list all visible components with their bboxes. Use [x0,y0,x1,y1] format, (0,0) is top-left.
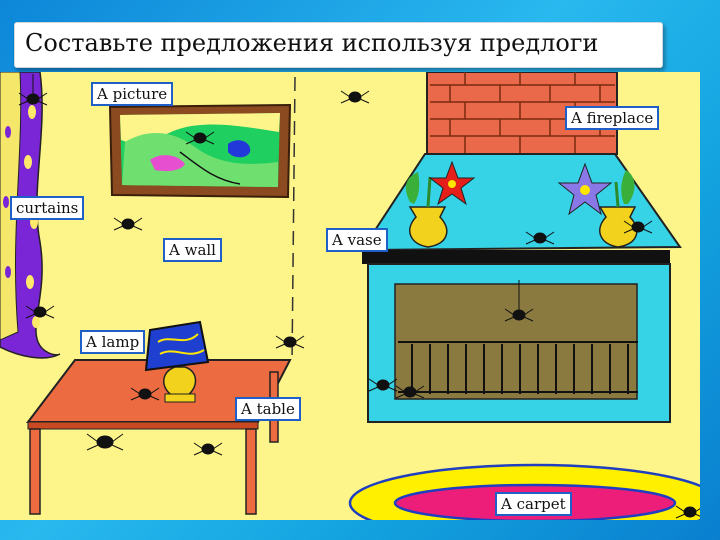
label-table[interactable]: A table [235,397,301,421]
label-carpet[interactable]: A carpet [495,492,572,516]
title-box: Составьте предложения используя предлоги [14,22,663,68]
mantel-edge [362,250,670,264]
room-scene: A picture A fireplace curtains A wall A … [0,72,700,520]
spiders [18,74,700,519]
lamp [144,320,210,403]
room-illustration [0,72,700,520]
vase-left [405,160,476,248]
wall-corner-line [291,76,296,363]
label-vase[interactable]: A vase [326,228,388,252]
label-wall[interactable]: A wall [163,238,222,262]
label-lamp[interactable]: A lamp [80,330,146,354]
vase-right [557,162,638,248]
label-picture[interactable]: A picture [91,82,174,106]
slide-title: Составьте предложения используя предлоги [25,29,599,57]
label-fireplace[interactable]: A fireplace [565,106,660,130]
picture-frame [108,103,292,199]
label-curtains[interactable]: curtains [10,196,85,220]
